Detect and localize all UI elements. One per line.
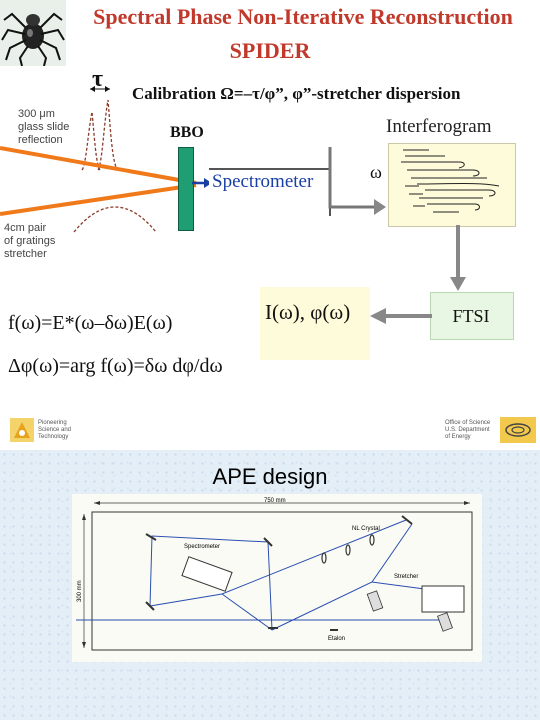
footer-left-text: Pioneering Science and Technology xyxy=(38,420,72,440)
spectrometer-label: Spectrometer xyxy=(212,171,314,192)
calibration-text: Calibration Ω=–τ/φ”, φ”-stretcher disper… xyxy=(132,84,461,103)
gratings-note: 4cm pair of gratings stretcher xyxy=(4,222,56,260)
ape-stretcher-label: Stretcher xyxy=(394,574,418,580)
ape-etalon-label: Etalon xyxy=(328,636,345,642)
ape-height-label: 300 mm xyxy=(77,580,83,602)
ape-title: APE design xyxy=(212,464,328,489)
spider-logo-icon xyxy=(0,0,66,66)
ftsi-box xyxy=(430,292,514,340)
laser-beams xyxy=(0,146,197,216)
argonne-logo-icon xyxy=(10,418,34,442)
intensity-phase-box xyxy=(260,287,370,360)
ftsi-label: FTSI xyxy=(452,306,490,326)
tau-symbol: τ xyxy=(92,66,104,92)
interferogram-to-ftsi-arrow xyxy=(450,225,466,291)
slide-subtitle: SPIDER xyxy=(229,38,311,63)
spider-slide: Spectral Phase Non-Iterative Reconstruct… xyxy=(0,0,536,443)
slide-title: Spectral Phase Non-Iterative Reconstruct… xyxy=(93,4,513,29)
doe-logo-icon xyxy=(500,417,536,443)
bbo-crystal xyxy=(178,147,194,231)
chirped-pulse-sketch xyxy=(73,206,157,233)
ape-width-label: 750 mm xyxy=(264,498,286,504)
equation-phase-difference: Δφ(ω)=arg f(ω)=δω dφ/dω xyxy=(8,355,223,377)
interferogram-label: Interferogram xyxy=(386,116,492,137)
tau-arrows-icon xyxy=(90,86,110,92)
ape-spectrometer-label: Spectrometer xyxy=(184,544,220,550)
glass-slide-note: 300 μm glass slide reflection xyxy=(18,108,70,146)
pulse-pair-sketch xyxy=(81,99,119,171)
output-arrow-icon xyxy=(192,178,212,188)
spectrometer-to-interferogram-arrow xyxy=(328,147,386,215)
intensity-phase-label: I(ω), φ(ω) xyxy=(265,300,351,324)
interferogram-fringes xyxy=(401,149,500,213)
ape-optical-layout: 750 mm 300 mm Spectrometer NL Crystal St… xyxy=(76,498,473,651)
spectrometer-box xyxy=(209,168,331,216)
omega-axis-label: ω xyxy=(370,162,382,182)
interferogram-plot xyxy=(388,143,516,227)
footer-right-text: Office of Science U.S. Department of Ene… xyxy=(445,420,491,440)
ftsi-to-result-arrow xyxy=(370,308,432,324)
bbo-label: BBO xyxy=(170,124,204,141)
ape-crystal-label: NL Crystal xyxy=(352,526,380,532)
ape-schematic: 750 mm 300 mm Spectrometer NL Crystal St… xyxy=(72,494,482,662)
equation-field-product: f(ω)=E*(ω–δω)E(ω) xyxy=(8,312,173,334)
